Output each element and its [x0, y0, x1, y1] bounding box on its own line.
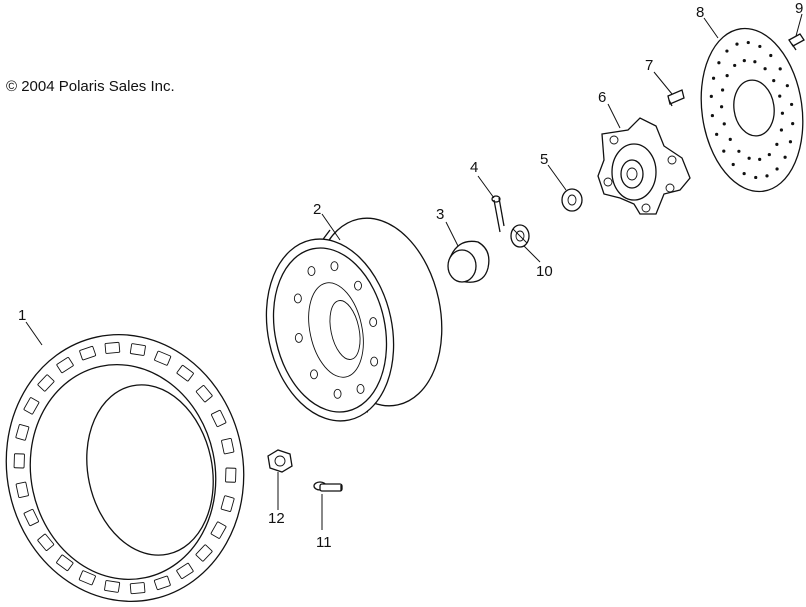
brake-disc-holes	[709, 40, 795, 180]
brake-disc	[700, 27, 804, 193]
castle-nut	[510, 224, 530, 248]
tire-tread-blocks	[13, 341, 237, 595]
callout-8: 8	[696, 4, 704, 21]
cotter-pin	[491, 195, 505, 233]
disc-bolt	[788, 33, 805, 51]
callout-7: 7	[645, 57, 653, 74]
stud-bolt	[667, 89, 685, 107]
rim-lug-holes	[293, 261, 379, 399]
leader-lines	[25, 13, 803, 530]
callout-1: 1	[18, 307, 26, 324]
callout-6: 6	[598, 89, 606, 106]
callout-11: 11	[316, 534, 332, 551]
callout-labels: 1 2 3 4 5 6 7 8 9 10 11 12	[18, 0, 803, 551]
callout-3: 3	[436, 206, 444, 223]
washer	[561, 188, 583, 212]
callout-9: 9	[795, 0, 803, 17]
callout-12: 12	[268, 510, 285, 527]
lug-nut	[267, 449, 293, 473]
hub-cap	[447, 240, 490, 283]
callout-4: 4	[470, 159, 478, 176]
wheel-rim	[265, 217, 443, 422]
wheel-hub	[597, 117, 691, 215]
copyright-text: © 2004 Polaris Sales Inc.	[6, 78, 175, 95]
callout-10: 10	[536, 263, 553, 280]
tire	[5, 334, 245, 602]
wheel-stud	[313, 481, 343, 492]
callout-5: 5	[540, 151, 548, 168]
callout-2: 2	[313, 201, 321, 218]
